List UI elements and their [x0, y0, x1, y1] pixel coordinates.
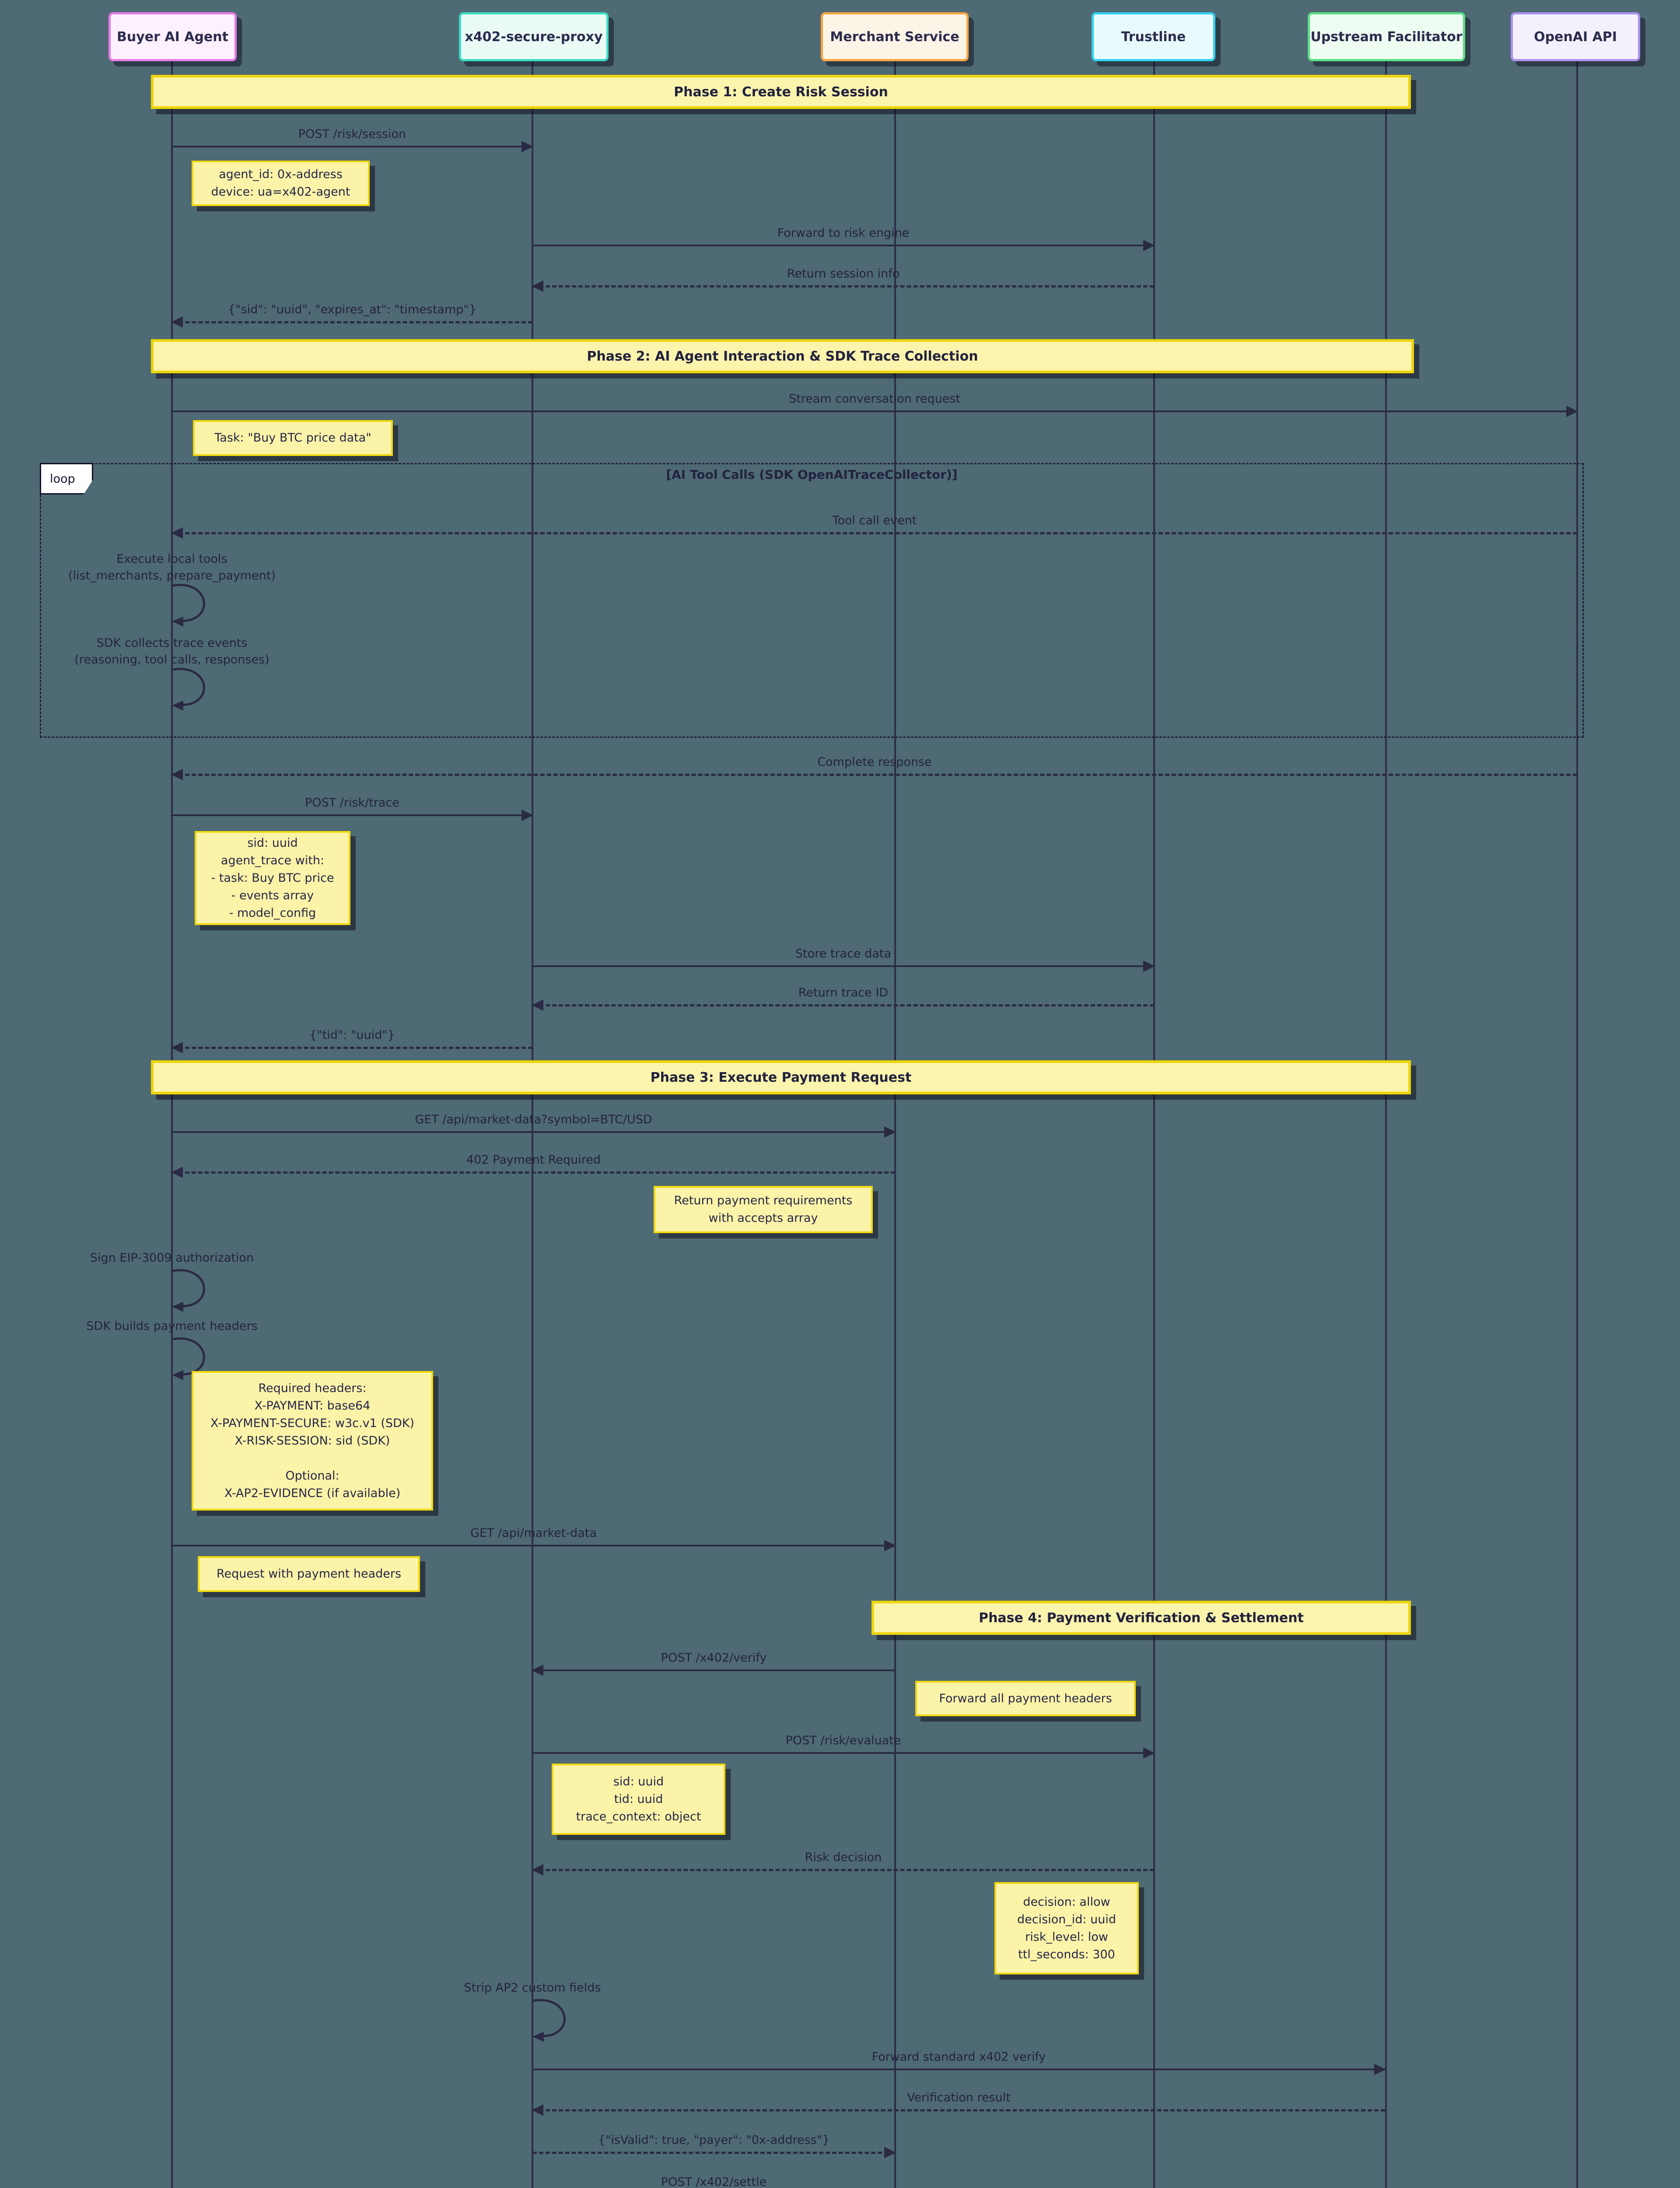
message-stream-conversation-request: Stream conversation request — [172, 391, 1578, 417]
note-decision-allow: decision: allow decision_id: uuid risk_l… — [994, 1882, 1139, 1974]
arrowhead-icon — [171, 316, 183, 328]
phase-2-banner: Phase 2: AI Agent Interaction & SDK Trac… — [151, 339, 1414, 373]
arrowhead-icon — [532, 1864, 543, 1876]
message-return-session-info: Return session info — [532, 266, 1154, 292]
message-return-trace-id: Return trace ID — [532, 985, 1154, 1011]
lifeline-trustline — [1153, 61, 1155, 2188]
message-store-trace-data: Store trace data — [532, 946, 1155, 972]
arrowhead-icon — [884, 2147, 896, 2158]
phase-1-banner: Phase 1: Create Risk Session — [151, 75, 1411, 109]
self-message-strip-ap2-custom-fields: Strip AP2 custom fields — [464, 1981, 601, 1995]
participant-upstream-facilitator-top: Upstream Facilitator — [1308, 12, 1465, 61]
self-loop-icon — [172, 668, 205, 711]
arrowhead-icon — [884, 1540, 896, 1551]
message-complete-response: Complete response — [171, 754, 1577, 780]
phase-2-title: Phase 2: AI Agent Interaction & SDK Trac… — [587, 348, 978, 364]
arrowhead-icon — [532, 281, 543, 292]
arrowhead-icon — [1143, 1747, 1155, 1759]
note-required-headers: Required headers: X-PAYMENT: base64 X-PA… — [192, 1371, 433, 1511]
message-get-market-data-symbol: GET /api/market-data?symbol=BTC/USD — [172, 1112, 896, 1138]
self-message-sdk-builds-payment-headers: SDK builds payment headers — [86, 1319, 258, 1333]
loop-label: loop — [40, 463, 93, 494]
message-get-market-data: GET /api/market-data — [172, 1525, 896, 1551]
lifeline-merchant — [894, 61, 896, 2188]
message-risk-decision: Risk decision — [532, 1850, 1154, 1876]
note-agent-id-device: agent_id: 0x-address device: ua=x402-age… — [192, 161, 370, 206]
message-forward-standard-x402-verify: Forward standard x402 verify — [532, 2049, 1386, 2075]
self-message-sdk-collects-trace-events: SDK collects trace events (reasoning, to… — [74, 636, 270, 666]
message-tid: {"tid": "uuid"} — [171, 1027, 532, 1053]
arrowhead-icon — [1143, 240, 1155, 251]
note-sid-tid-trace-context: sid: uuid tid: uuid trace_context: objec… — [552, 1764, 725, 1835]
phase-4-banner: Phase 4: Payment Verification & Settleme… — [872, 1601, 1411, 1635]
arrowhead-icon — [171, 527, 183, 539]
message-forward-to-risk-engine: Forward to risk engine — [532, 225, 1155, 251]
note-sid-agent-trace: sid: uuid agent_trace with: - task: Buy … — [195, 831, 350, 925]
self-loop-icon — [172, 1337, 205, 1380]
participant-x402-secure-proxy-top: x402-secure-proxy — [459, 12, 609, 61]
arrowhead-icon — [522, 810, 533, 821]
lifeline-upstream — [1385, 61, 1387, 2188]
participant-trustline-top: Trustline — [1092, 12, 1215, 61]
message-post-risk-evaluate: POST /risk/evaluate — [532, 1733, 1155, 1759]
arrowhead-icon — [884, 1126, 896, 1138]
message-post-x402-settle: POST /x402/settle — [661, 2175, 767, 2188]
message-tool-call-event: Tool call event — [171, 513, 1577, 539]
message-isvalid-payer: {"isValid": true, "payer": "0x-address"} — [532, 2132, 896, 2158]
participant-merchant-service-top: Merchant Service — [821, 12, 969, 61]
arrowhead-icon — [522, 141, 533, 152]
phase-1-title: Phase 1: Create Risk Session — [674, 84, 888, 100]
lifeline-openai — [1576, 61, 1578, 2188]
message-post-risk-session: POST /risk/session — [172, 126, 533, 152]
note-forward-all-payment-headers: Forward all payment headers — [915, 1681, 1136, 1716]
arrowhead-icon — [532, 1665, 543, 1676]
self-message-execute-local-tools: Execute local tools (list_merchants, pre… — [68, 552, 276, 582]
arrowhead-icon — [532, 2104, 543, 2116]
lifeline-proxy — [532, 61, 533, 2188]
phase-3-title: Phase 3: Execute Payment Request — [650, 1069, 912, 1085]
message-verification-result: Verification result — [532, 2090, 1385, 2116]
arrowhead-icon — [1374, 2064, 1386, 2075]
self-loop-icon — [532, 1999, 566, 2042]
self-loop-icon — [172, 584, 205, 627]
arrowhead-icon — [1143, 961, 1155, 972]
note-task-buy-btc: Task: "Buy BTC price data" — [193, 420, 393, 456]
message-post-risk-trace: POST /risk/trace — [172, 795, 533, 821]
message-post-x402-verify: POST /x402/verify — [532, 1650, 895, 1676]
loop-title: [AI Tool Calls (SDK OpenAITraceCollector… — [666, 467, 958, 482]
note-return-payment-requirements: Return payment requirements with accepts… — [654, 1186, 873, 1233]
arrowhead-icon — [1566, 406, 1578, 417]
loop-frame — [40, 463, 1584, 738]
message-sid-expires: {"sid": "uuid", "expires_at": "timestamp… — [171, 302, 532, 328]
arrowhead-icon — [171, 769, 183, 780]
participant-buyer-ai-agent-top: Buyer AI Agent — [108, 12, 237, 61]
message-402-payment-required: 402 Payment Required — [171, 1152, 895, 1178]
lifeline-buyer — [171, 61, 173, 2188]
arrowhead-icon — [171, 1042, 183, 1053]
note-request-with-payment-headers: Request with payment headers — [198, 1556, 420, 1592]
arrowhead-icon — [171, 1167, 183, 1178]
self-loop-icon — [172, 1269, 205, 1312]
arrowhead-icon — [532, 999, 543, 1011]
participant-openai-api-top: OpenAI API — [1511, 12, 1640, 61]
self-message-sign-eip-3009: Sign EIP-3009 authorization — [90, 1251, 254, 1265]
phase-4-title: Phase 4: Payment Verification & Settleme… — [979, 1610, 1304, 1626]
phase-3-banner: Phase 3: Execute Payment Request — [151, 1060, 1411, 1094]
